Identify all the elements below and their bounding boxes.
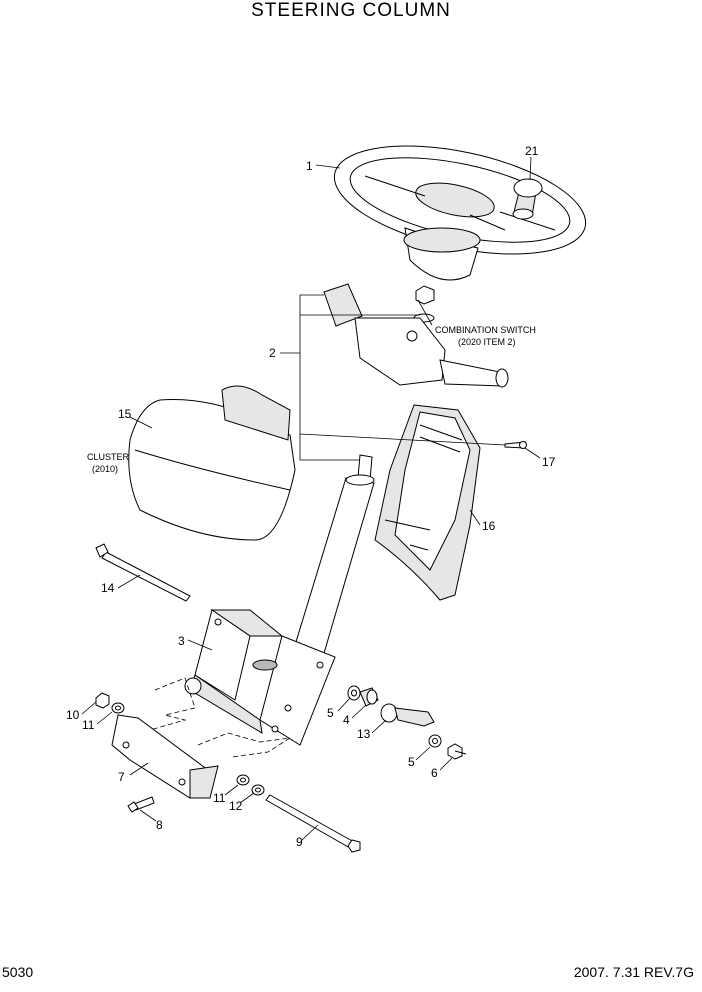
bushing-4 bbox=[359, 687, 379, 707]
page-title: STEERING COLUMN bbox=[251, 0, 451, 21]
callout-8: 8 bbox=[156, 818, 163, 832]
callout-13: 13 bbox=[357, 727, 371, 741]
bolt-6 bbox=[447, 743, 467, 760]
callout-5-upper: 5 bbox=[327, 706, 334, 720]
washer-11a bbox=[111, 702, 125, 714]
reference-notes: COMBINATION SWITCH (2020 ITEM 2) CLUSTER… bbox=[87, 325, 536, 474]
nut-10 bbox=[95, 692, 110, 709]
callout-4: 4 bbox=[343, 713, 350, 727]
callout-7: 7 bbox=[118, 770, 125, 784]
long-bolt-14 bbox=[95, 543, 191, 602]
washer-5b bbox=[428, 734, 442, 748]
callout-17: 17 bbox=[542, 455, 556, 469]
lower-bracket bbox=[111, 714, 219, 799]
callout-15: 15 bbox=[118, 407, 132, 421]
screw-17 bbox=[504, 441, 527, 449]
revision-stamp: 2007. 7.31 REV.7G bbox=[573, 964, 694, 980]
callout-11-left: 11 bbox=[82, 718, 95, 732]
long-bolt-9 bbox=[265, 794, 361, 853]
callout-5-lower: 5 bbox=[408, 755, 415, 769]
callout-21: 21 bbox=[525, 144, 539, 158]
steering-wheel bbox=[333, 145, 587, 281]
leader-lines bbox=[81, 156, 541, 841]
horn-knob bbox=[512, 178, 543, 220]
callout-16: 16 bbox=[482, 519, 496, 533]
steering-nut bbox=[413, 285, 435, 323]
callout-14: 14 bbox=[101, 581, 115, 595]
callout-3: 3 bbox=[178, 634, 185, 648]
hidden-outline-left bbox=[149, 677, 196, 731]
cluster-note-line2: (2010) bbox=[92, 464, 118, 474]
washer-12 bbox=[251, 784, 265, 796]
callout-1: 1 bbox=[306, 159, 313, 173]
steering-column-shaft bbox=[291, 454, 375, 661]
callout-10: 10 bbox=[66, 708, 80, 722]
hidden-outline-bottom bbox=[197, 732, 291, 758]
washer-11b bbox=[236, 774, 250, 786]
bolt-8 bbox=[127, 796, 155, 813]
column-cover bbox=[374, 404, 481, 601]
combination-switch bbox=[323, 283, 509, 388]
callout-labels: 1 21 2 15 17 16 14 3 10 11 7 8 11 12 9 5… bbox=[66, 144, 556, 849]
combination-switch-note-line2: (2020 ITEM 2) bbox=[458, 337, 516, 347]
callout-9: 9 bbox=[296, 835, 303, 849]
callout-11-bottom: 11 bbox=[213, 791, 226, 805]
combination-switch-note-line1: COMBINATION SWITCH bbox=[435, 325, 536, 335]
callout-2: 2 bbox=[269, 346, 276, 360]
cluster-note-line1: CLUSTER bbox=[87, 452, 130, 462]
instrument-cluster bbox=[128, 385, 296, 541]
tilt-lever-13 bbox=[380, 703, 435, 727]
page-number: 5030 bbox=[2, 964, 34, 980]
callout-12: 12 bbox=[229, 799, 243, 813]
callout-6: 6 bbox=[431, 766, 438, 780]
column-bracket bbox=[184, 609, 336, 746]
